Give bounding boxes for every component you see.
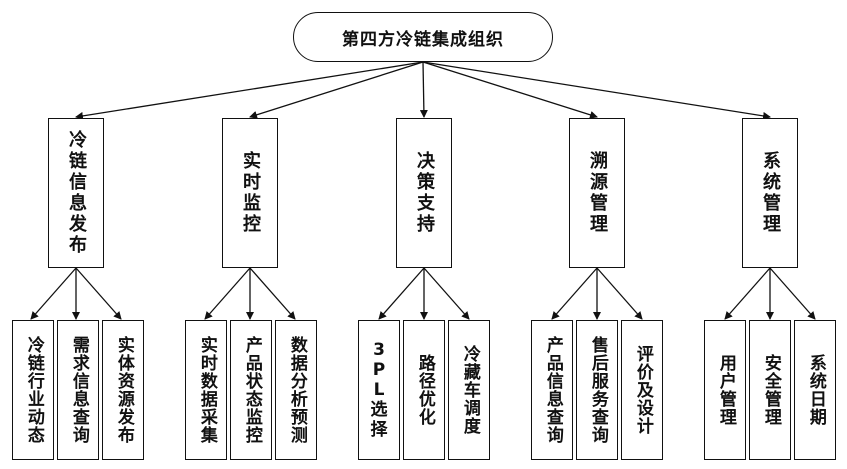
- leaf-label: 实时数据采集: [196, 336, 217, 444]
- arrow-module-to-leaf: [724, 267, 771, 320]
- leaf-label: 售后服务查询: [587, 336, 608, 444]
- module-label: 决策支持: [414, 151, 435, 235]
- module-node-realtime-monitor: 实时监控: [222, 118, 278, 268]
- root-node: 第四方冷链集成组织: [293, 12, 553, 62]
- arrow-module-to-leaf: [75, 267, 122, 320]
- module-node-info-publish: 冷链信息发布: [48, 118, 104, 268]
- module-label: 溯源管理: [587, 151, 608, 235]
- leaf-node-system-date: 系统日期: [794, 320, 836, 460]
- arrow-root-to-module: [75, 61, 424, 120]
- leaf-node-truck-dispatch: 冷藏车调度: [448, 320, 490, 460]
- module-node-traceability: 溯源管理: [569, 118, 625, 268]
- leaf-label-char: 选: [370, 400, 388, 420]
- leaf-label: 安全管理: [760, 354, 781, 426]
- module-label: 系统管理: [760, 151, 781, 235]
- leaf-node-evaluation-design: 评价及设计: [621, 320, 663, 460]
- arrow-module-to-leaf: [769, 267, 816, 320]
- module-label: 实时监控: [240, 151, 261, 235]
- module-node-system-admin: 系统管理: [742, 118, 798, 268]
- leaf-node-user-admin: 用户管理: [704, 320, 746, 460]
- leaf-label: 用户管理: [715, 354, 736, 426]
- leaf-label-char: L: [373, 380, 385, 400]
- arrow-module-to-leaf: [249, 267, 296, 320]
- arrow-root-to-module: [249, 61, 424, 119]
- leaf-node-aftersales-query: 售后服务查询: [576, 320, 618, 460]
- leaf-label: 评价及设计: [632, 345, 653, 435]
- arrow-root-to-module: [419, 61, 428, 118]
- leaf-label-char: 择: [370, 420, 388, 440]
- leaf-label: 需求信息查询: [68, 336, 89, 444]
- leaf-label: 产品状态监控: [241, 336, 262, 444]
- arrow-module-to-leaf: [551, 267, 598, 320]
- leaf-label: 冷藏车调度: [459, 345, 480, 435]
- leaf-label: 数据分析预测: [286, 336, 307, 444]
- leaf-label: 系统日期: [805, 354, 826, 426]
- leaf-node-data-collect: 实时数据采集: [185, 320, 227, 460]
- leaf-label-char: P: [372, 360, 386, 380]
- leaf-node-resource-publish: 实体资源发布: [102, 320, 144, 460]
- arrow-module-to-leaf: [30, 267, 77, 320]
- leaf-node-demand-query: 需求信息查询: [57, 320, 99, 460]
- leaf-label: 冷链行业动态: [23, 336, 44, 444]
- module-label: 冷链信息发布: [66, 130, 87, 256]
- leaf-node-industry-news: 冷链行业动态: [12, 320, 54, 460]
- leaf-label: 产品信息查询: [542, 336, 563, 444]
- arrow-root-to-module: [422, 61, 771, 120]
- root-label: 第四方冷链集成组织: [342, 29, 504, 50]
- leaf-node-route-optimize: 路径优化: [403, 320, 445, 460]
- arrow-module-to-leaf: [204, 267, 251, 320]
- leaf-label: 实体资源发布: [113, 336, 134, 444]
- leaf-node-status-monitor: 产品状态监控: [230, 320, 272, 460]
- arrow-module-to-leaf: [423, 267, 470, 320]
- module-node-decision-support: 决策支持: [396, 118, 452, 268]
- arrow-module-to-leaf: [596, 267, 643, 320]
- leaf-label: 路径优化: [414, 354, 435, 426]
- leaf-node-product-query: 产品信息查询: [531, 320, 573, 460]
- leaf-node-security-admin: 安全管理: [749, 320, 791, 460]
- leaf-node-data-forecast: 数据分析预测: [275, 320, 317, 460]
- leaf-label-char: 3: [373, 340, 385, 360]
- arrow-module-to-leaf: [378, 267, 425, 320]
- arrow-root-to-module: [422, 61, 598, 119]
